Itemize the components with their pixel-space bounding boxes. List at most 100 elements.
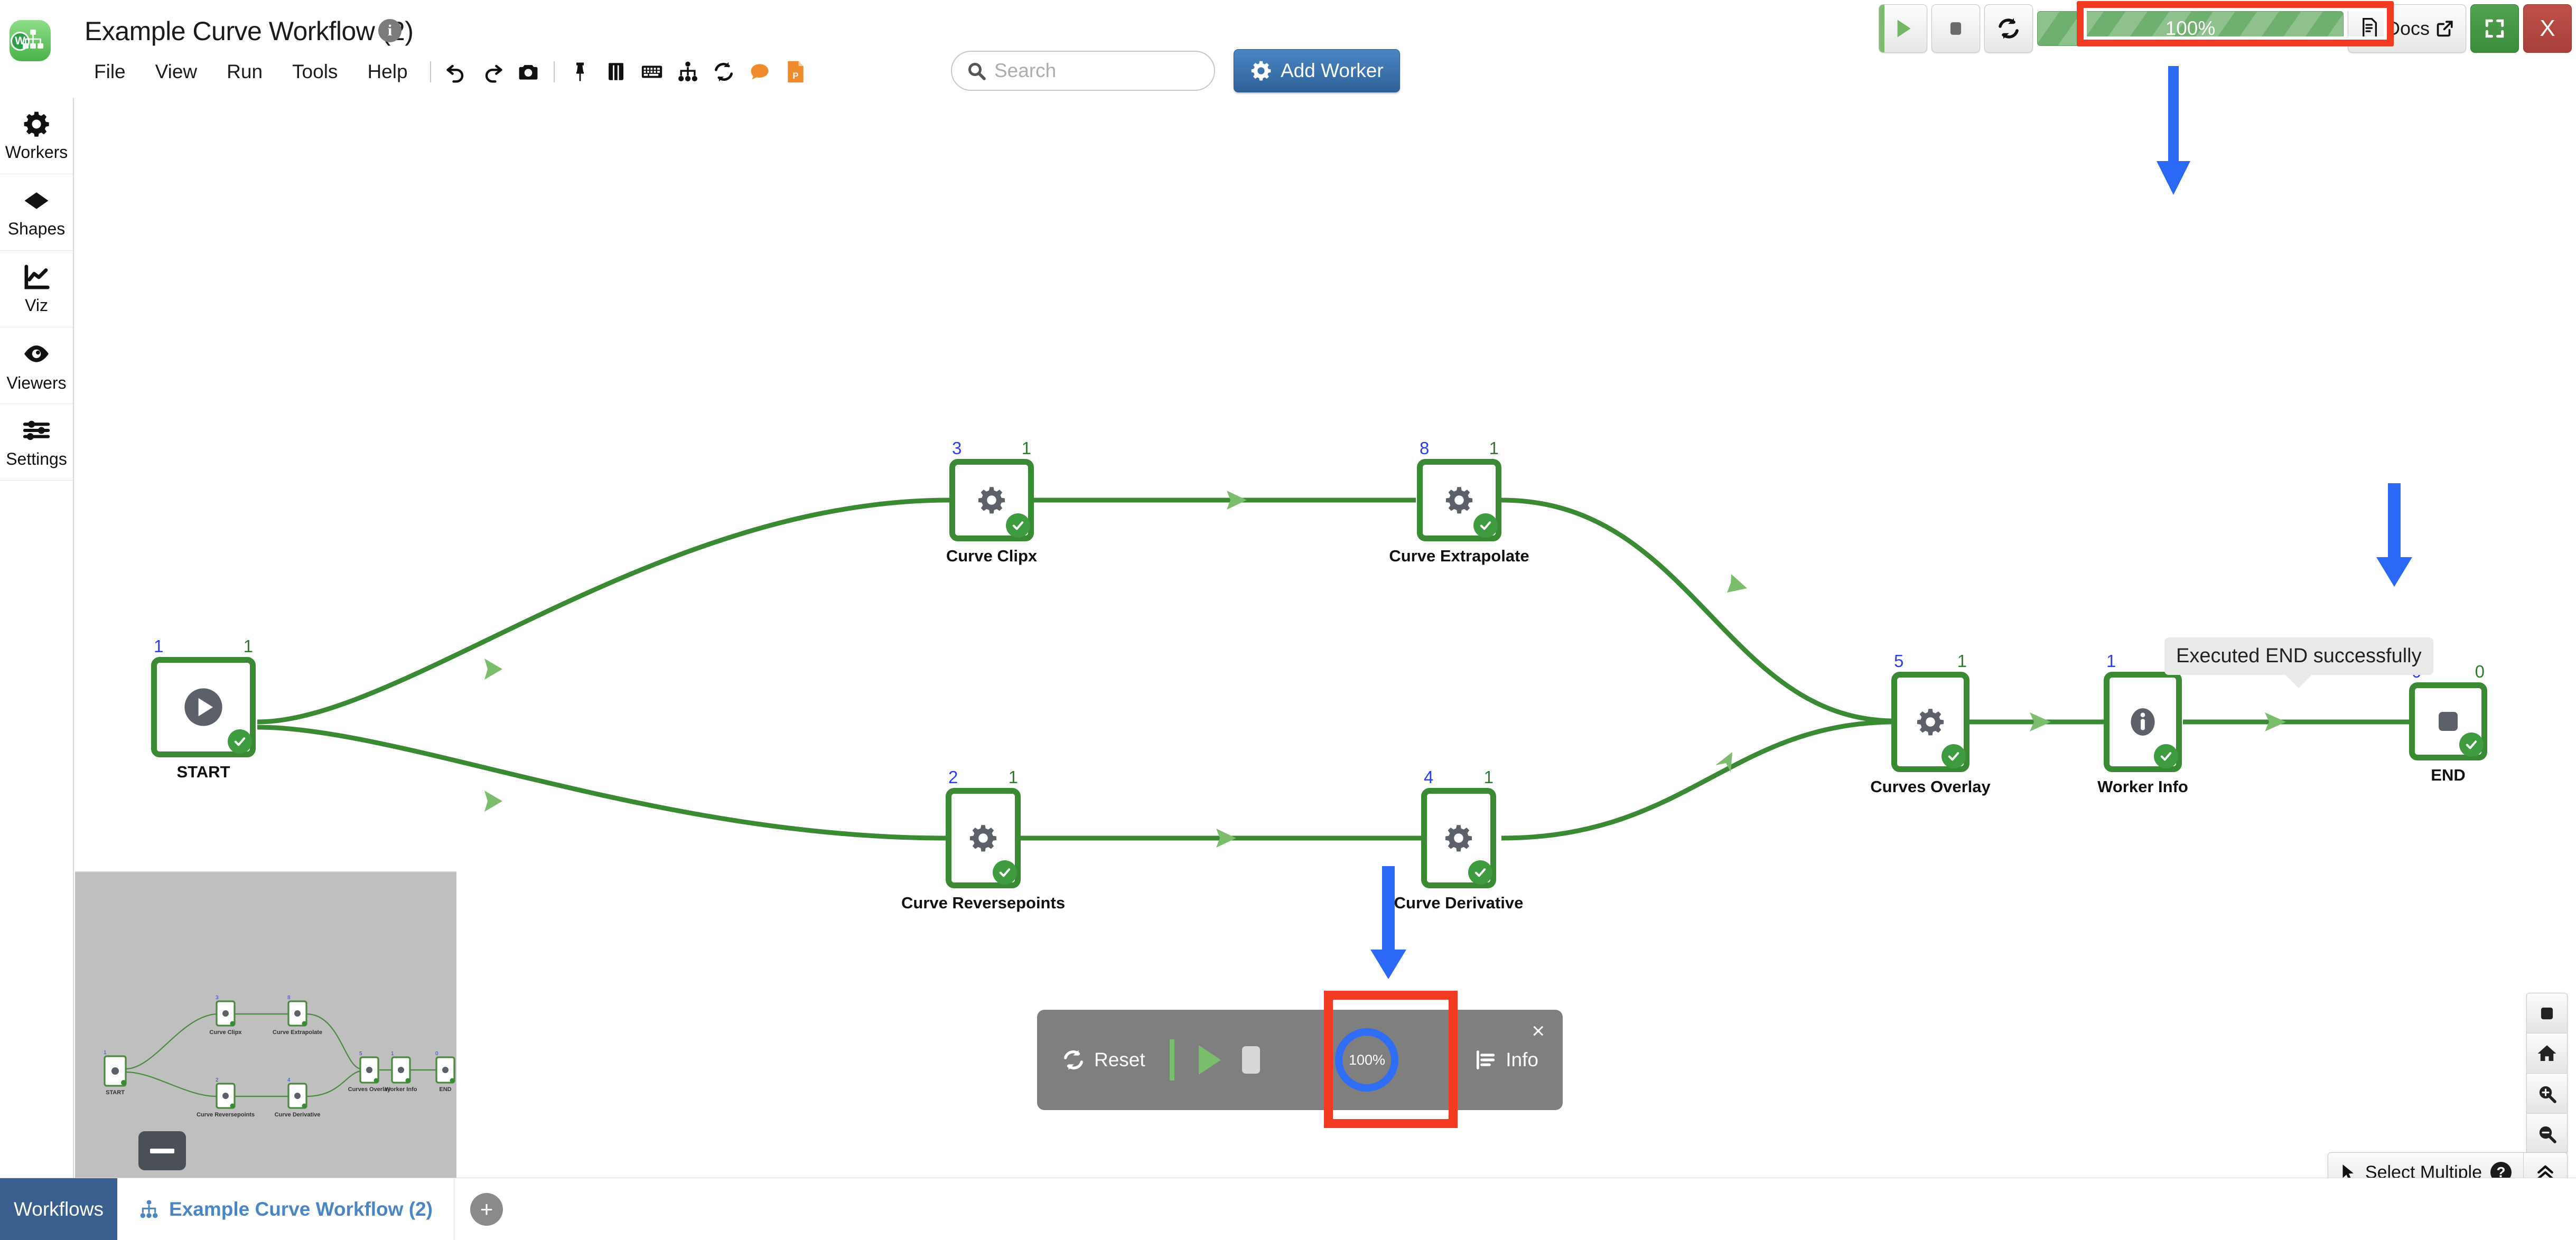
- node-curve-extrapolate-out-port: 1: [1489, 438, 1499, 458]
- refresh-icon[interactable]: [706, 55, 742, 88]
- node-status-ok-icon: [1473, 513, 1498, 538]
- panel-progress-ring: 100%: [1335, 1028, 1399, 1092]
- svg-text:2: 2: [216, 1077, 219, 1083]
- node-curves-overlay-out-port: 1: [1957, 651, 1967, 671]
- node-worker-info[interactable]: 1 2 Worker Info: [2097, 651, 2188, 796]
- camera-icon[interactable]: [510, 55, 546, 88]
- add-tab-button[interactable]: +: [470, 1192, 503, 1226]
- sidebar-item-viewers[interactable]: Viewers: [0, 327, 73, 404]
- run-play-button[interactable]: [1878, 4, 1927, 53]
- sidebar-label-workers: Workers: [5, 142, 68, 162]
- svg-text:Curve Clipx: Curve Clipx: [209, 1029, 242, 1036]
- gear-icon: [1917, 709, 1944, 736]
- menu-tools[interactable]: Tools: [292, 61, 338, 82]
- node-curve-derivative[interactable]: 4 1 Curve Derivative: [1394, 767, 1524, 912]
- node-curve-derivative-label: Curve Derivative: [1394, 894, 1524, 912]
- archive-icon[interactable]: [598, 55, 634, 88]
- docs-button[interactable]: Docs: [2347, 4, 2466, 53]
- node-end[interactable]: 0 0 END: [2409, 662, 2487, 784]
- canvas-zoom-in-button[interactable]: [2527, 1074, 2567, 1114]
- node-status-ok-icon: [1942, 744, 1966, 768]
- node-curve-derivative-box[interactable]: 4 1: [1421, 767, 1496, 888]
- node-curve-clipx-box[interactable]: 3 1: [949, 438, 1034, 541]
- menu-help[interactable]: Help: [367, 61, 408, 82]
- select-multiple-divider: [2523, 1153, 2524, 1192]
- node-start-box[interactable]: 1 1: [151, 636, 256, 757]
- redo-icon[interactable]: [474, 55, 510, 88]
- panel-info-button[interactable]: Info: [1474, 1048, 1538, 1072]
- chevron-up-double-icon: [2537, 1165, 2553, 1180]
- play-icon: [1897, 20, 1911, 37]
- canvas-stop-button[interactable]: [2527, 993, 2567, 1034]
- search-input[interactable]: Search: [951, 51, 1215, 91]
- workflow-edges: [257, 491, 2409, 848]
- node-end-box[interactable]: 0 0: [2409, 662, 2487, 760]
- minimap-zoom-out-button[interactable]: [138, 1131, 186, 1170]
- node-status-ok-icon: [2459, 732, 2484, 757]
- canvas-home-button[interactable]: [2527, 1034, 2567, 1074]
- panel-reset-button[interactable]: Reset: [1061, 1048, 1145, 1072]
- node-start[interactable]: 1 1 START: [151, 636, 256, 781]
- run-stop-button[interactable]: [1931, 4, 1980, 53]
- node-curves-overlay[interactable]: 5 1 Curves Overlay: [1870, 651, 1990, 796]
- svg-text:START: START: [106, 1089, 125, 1096]
- sidebar-item-shapes[interactable]: Shapes: [0, 174, 73, 251]
- close-button[interactable]: X: [2523, 4, 2572, 53]
- play-circle-icon: [184, 688, 222, 726]
- stop-square-icon: [2541, 1007, 2553, 1019]
- canvas-zoom-out-button[interactable]: [2527, 1114, 2567, 1154]
- workflows-button[interactable]: Workflows: [0, 1178, 117, 1240]
- sidebar-item-viz[interactable]: Viz: [0, 251, 73, 327]
- node-start-out-port: 1: [243, 636, 253, 656]
- stop-square-icon: [2439, 712, 2458, 731]
- comment-icon[interactable]: [742, 55, 778, 88]
- app-logo: W: [10, 20, 51, 61]
- node-curve-clipx-out-port: 1: [1021, 438, 1031, 458]
- menu-run[interactable]: Run: [227, 61, 263, 82]
- run-control-panel[interactable]: Reset 100% Info ×: [1037, 1010, 1563, 1110]
- node-curve-extrapolate-box[interactable]: 8 1: [1417, 438, 1501, 541]
- close-label: X: [2540, 15, 2555, 41]
- node-curve-reversepoints-in-port: 2: [948, 767, 958, 787]
- pin-icon[interactable]: [562, 55, 598, 88]
- node-curves-overlay-box[interactable]: 5 1: [1891, 651, 1970, 772]
- eye-icon: [24, 345, 49, 362]
- menu-view[interactable]: View: [155, 61, 198, 82]
- workflow-info-icon[interactable]: i: [378, 19, 402, 42]
- svg-text:Curves Overlay: Curves Overlay: [348, 1086, 391, 1093]
- home-icon: [2537, 1045, 2556, 1061]
- left-sidebar: Workers Shapes Viz Viewers Settings: [0, 98, 74, 1178]
- node-worker-info-box[interactable]: 1 2: [2104, 651, 2182, 772]
- sidebar-label-shapes: Shapes: [7, 219, 66, 238]
- keyboard-icon[interactable]: [634, 55, 670, 88]
- node-curves-overlay-label: Curves Overlay: [1870, 777, 1991, 796]
- pdf-icon[interactable]: P: [778, 55, 814, 88]
- node-curve-derivative-out-port: 1: [1483, 767, 1494, 787]
- undo-icon[interactable]: [438, 55, 474, 88]
- node-curve-reversepoints[interactable]: 2 1 Curve Reversepoints: [901, 767, 1065, 912]
- panel-play-button[interactable]: [1198, 1045, 1221, 1075]
- node-curve-extrapolate[interactable]: 8 1 Curve Extrapolate: [1389, 438, 1529, 565]
- run-reset-button[interactable]: [1984, 4, 2033, 53]
- external-link-icon: [2437, 21, 2453, 37]
- collapse-button[interactable]: [2524, 1153, 2567, 1192]
- sidebar-item-settings[interactable]: Settings: [0, 404, 73, 481]
- hierarchy-icon[interactable]: [670, 55, 706, 88]
- node-curve-clipx[interactable]: 3 1 Curve Clipx: [946, 438, 1037, 565]
- fullscreen-button[interactable]: [2470, 4, 2519, 53]
- sidebar-item-workers[interactable]: Workers: [0, 98, 73, 174]
- panel-close-button[interactable]: ×: [1532, 1018, 1545, 1043]
- node-tooltip: Executed END successfully: [2164, 637, 2433, 688]
- menu-file[interactable]: File: [94, 61, 126, 82]
- svg-text:1: 1: [391, 1051, 394, 1057]
- fullscreen-icon: [2485, 19, 2504, 38]
- node-curve-reversepoints-box[interactable]: 2 1: [946, 767, 1021, 888]
- add-worker-button[interactable]: Add Worker: [1234, 49, 1400, 92]
- page-title: Example Curve Workflow (2): [85, 16, 414, 46]
- node-curve-derivative-in-port: 4: [1424, 767, 1434, 787]
- workflow-tab[interactable]: Example Curve Workflow (2): [117, 1178, 454, 1240]
- svg-text:5: 5: [359, 1051, 362, 1057]
- panel-stop-button[interactable]: [1242, 1046, 1260, 1074]
